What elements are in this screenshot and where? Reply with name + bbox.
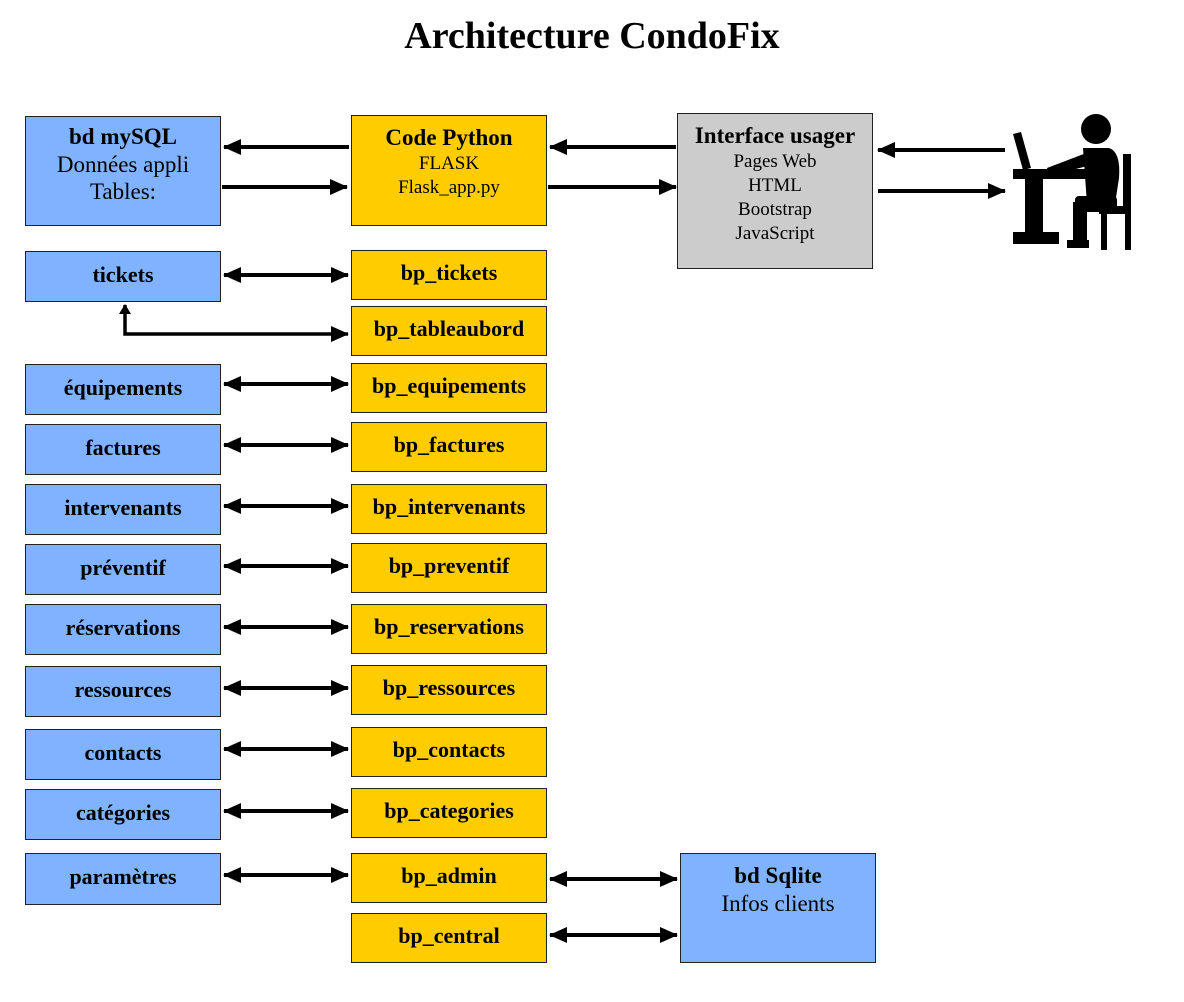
blueprint-contacts: bp_contacts — [351, 727, 547, 777]
mysql-line-1: Données appli — [56, 152, 190, 177]
blueprint-tableaubord: bp_tableaubord — [351, 306, 547, 356]
sqlite-line-1: Infos clients — [721, 891, 835, 916]
diagram-title: Architecture CondoFix — [404, 15, 780, 57]
table-intervenants: intervenants — [25, 484, 221, 535]
blueprint-admin: bp_admin — [351, 853, 547, 903]
table-ressources: ressources — [25, 666, 221, 717]
blueprint-ressources: bp_ressources — [351, 665, 547, 715]
blueprint-tickets: bp_tickets — [351, 250, 547, 300]
ui-line-3: Bootstrap — [738, 199, 812, 220]
ui-line-2: HTML — [748, 175, 802, 196]
table-factures: factures — [25, 424, 221, 475]
table-tickets: tickets — [25, 251, 221, 302]
blueprint-central: bp_central — [351, 913, 547, 963]
table-equipements: équipements — [25, 364, 221, 415]
user-at-computer-icon — [1013, 114, 1131, 250]
blueprint-factures: bp_factures — [351, 422, 547, 472]
table-preventif: préventif — [25, 544, 221, 595]
table-reservations: réservations — [25, 604, 221, 655]
table-categories: catégories — [25, 789, 221, 840]
python-code-box: Code Python FLASK Flask_app.py — [351, 115, 547, 226]
mysql-database-box: bd mySQL Données appli Tables: — [25, 116, 221, 226]
blueprint-reservations: bp_reservations — [351, 604, 547, 654]
sqlite-database-box: bd Sqlite Infos clients — [680, 853, 876, 963]
user-interface-box: Interface usager Pages Web HTML Bootstra… — [677, 113, 873, 269]
table-contacts: contacts — [25, 729, 221, 780]
python-title: Code Python — [385, 125, 513, 150]
python-line-2: Flask_app.py — [398, 177, 500, 198]
python-line-1: FLASK — [418, 153, 480, 174]
blueprint-intervenants: bp_intervenants — [351, 484, 547, 534]
ui-line-1: Pages Web — [733, 151, 817, 172]
blueprint-preventif: bp_preventif — [351, 543, 547, 593]
arrow-tickets-to-tableaubord — [119, 304, 349, 342]
mysql-line-2: Tables: — [89, 179, 157, 204]
blueprint-categories: bp_categories — [351, 788, 547, 838]
ui-title: Interface usager — [694, 123, 856, 148]
table-parametres: paramètres — [25, 853, 221, 905]
sqlite-title: bd Sqlite — [734, 863, 822, 888]
blueprint-equipements: bp_equipements — [351, 363, 547, 413]
ui-line-4: JavaScript — [735, 223, 815, 244]
mysql-title: bd mySQL — [68, 124, 177, 149]
